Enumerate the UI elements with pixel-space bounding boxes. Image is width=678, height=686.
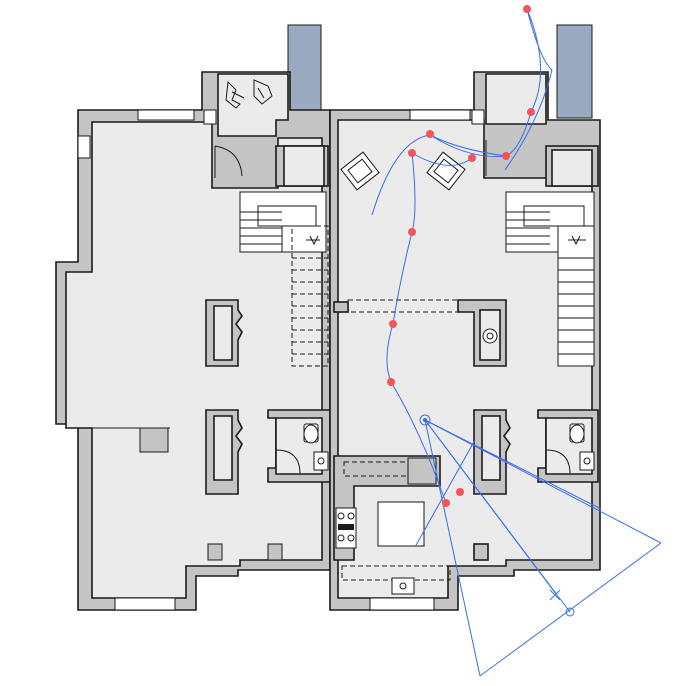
control-point (408, 228, 416, 236)
control-point (442, 499, 450, 507)
chimney-right (556, 24, 593, 119)
column (473, 543, 489, 561)
closet-interior (213, 415, 233, 481)
chair-icon (340, 151, 380, 191)
window (114, 597, 176, 611)
path-control-points[interactable] (387, 5, 535, 507)
stair-right-upper (505, 191, 595, 253)
right-vestibule (485, 73, 547, 125)
control-point (387, 378, 395, 386)
window (471, 109, 485, 125)
stair-landing (283, 145, 325, 187)
camera-icon[interactable] (419, 414, 431, 426)
door-swing (275, 449, 301, 475)
toilet-icon (569, 423, 585, 444)
chair-icon (426, 151, 466, 191)
control-point (456, 488, 464, 496)
window (137, 109, 195, 121)
control-point (523, 5, 531, 13)
column (267, 543, 283, 561)
stair-landing (551, 149, 593, 187)
target-icon[interactable] (549, 589, 575, 617)
camera-view-frustum (414, 419, 662, 677)
sink-icon (313, 451, 329, 471)
toilet-icon (303, 423, 319, 444)
window (203, 109, 217, 125)
window (369, 597, 435, 611)
window (77, 135, 91, 159)
sink-icon (391, 577, 415, 595)
stair-arrow-icon (568, 235, 586, 246)
column (207, 543, 223, 561)
sink-icon (579, 451, 595, 471)
control-point (527, 108, 535, 116)
control-point (408, 149, 416, 157)
control-point (502, 152, 510, 160)
chair-icon (225, 79, 273, 109)
door-swing (214, 145, 243, 177)
kitchen-island (377, 501, 425, 547)
upper-cabinet (343, 461, 409, 477)
wall-stub (333, 301, 349, 313)
chimney-left (287, 24, 322, 121)
closet-interior (481, 415, 501, 481)
control-point (426, 130, 434, 138)
stair-left-upper (239, 191, 327, 253)
stair-left-lower (291, 225, 329, 367)
range-icon (335, 507, 357, 549)
control-point (389, 320, 397, 328)
window (409, 109, 471, 121)
stair-right-lower (557, 225, 595, 367)
closet-interior (213, 305, 233, 361)
door-swing (545, 449, 571, 475)
counter (139, 427, 169, 453)
sink-icon (482, 328, 498, 344)
stair-arrow-icon (306, 235, 320, 246)
control-point (468, 154, 476, 162)
fridge (407, 457, 437, 485)
